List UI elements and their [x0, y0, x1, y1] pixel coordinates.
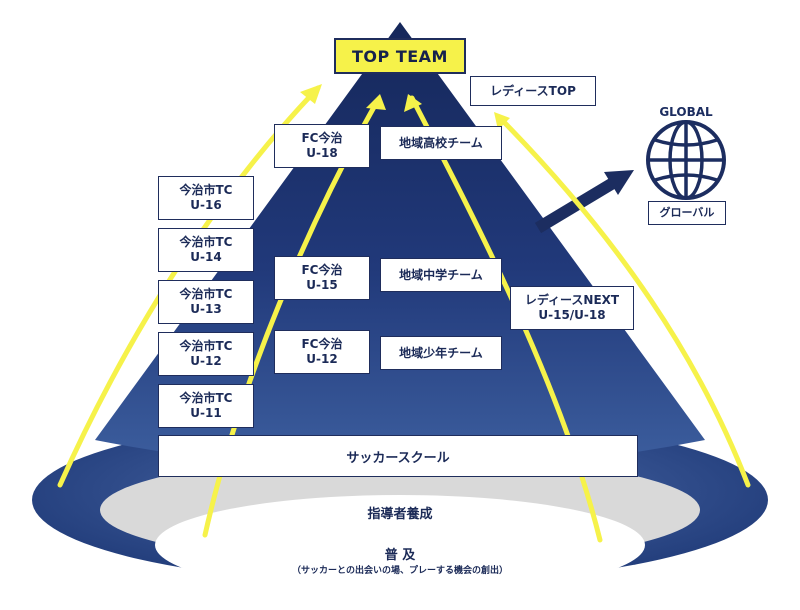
tc-u16-line1: 今治市TC [179, 183, 233, 197]
tc-u16-box: 今治市TC U-16 [158, 176, 254, 220]
tc-u12-line2: U-12 [190, 354, 222, 368]
tc-u14-line2: U-14 [190, 250, 222, 264]
tc-u14-box: 今治市TC U-14 [158, 228, 254, 272]
tc-u11-box: 今治市TC U-11 [158, 384, 254, 428]
arrow-head-right [494, 112, 510, 130]
ladies-next-box: レディースNEXT U-15/U-18 [510, 286, 634, 330]
tc-u11-line1: 今治市TC [179, 391, 233, 405]
spread-base [155, 495, 645, 595]
ladies-next-line2: U-15/U-18 [538, 308, 606, 322]
arrow-head-center [404, 94, 422, 112]
ladies-next-line1: レディースNEXT [524, 293, 620, 307]
spread-subtitle: （サッカーとの出会いの場、プレーする機会の創出） [292, 566, 508, 576]
fc-u18-line2: U-18 [306, 146, 338, 160]
fc-u18-box: FC今治 U-18 [274, 124, 370, 168]
top-team-box: TOP TEAM [334, 38, 466, 74]
ladies-top-box: レディースTOP [470, 76, 596, 106]
global-label-box: グローバル [648, 201, 726, 225]
tc-u13-line2: U-13 [190, 302, 222, 316]
global-arrow-head [604, 170, 634, 195]
tc-u12-line1: 今治市TC [179, 339, 233, 353]
arrow-head-left-outer [300, 84, 322, 104]
fc-u15-line2: U-15 [306, 278, 338, 292]
arrow-head-left-inner [366, 94, 386, 110]
fc-u18-line1: FC今治 [301, 131, 343, 145]
tc-u12-box: 今治市TC U-12 [158, 332, 254, 376]
soccer-school-box: サッカースクール [158, 435, 638, 477]
globe-icon [646, 120, 726, 200]
regional-high-school-box: 地域高校チーム [380, 126, 502, 160]
global-title: GLOBAL [659, 105, 713, 119]
spread-title: 普 及 [384, 548, 416, 563]
yellow-arrow-heads [300, 84, 510, 130]
regional-youth-box: 地域少年チーム [380, 336, 502, 370]
tc-u14-line1: 今治市TC [179, 235, 233, 249]
arrow-right [497, 115, 751, 488]
coach-training-label: 指導者養成 [367, 507, 433, 522]
fc-u12-line2: U-12 [306, 352, 338, 366]
tc-u16-line2: U-16 [190, 198, 222, 212]
fc-u12-box: FC今治 U-12 [274, 330, 370, 374]
regional-middle-school-box: 地域中学チーム [380, 258, 502, 292]
tc-u13-line1: 今治市TC [179, 287, 233, 301]
tc-u11-line2: U-11 [190, 406, 222, 420]
fc-u15-box: FC今治 U-15 [274, 256, 370, 300]
fc-u12-line1: FC今治 [301, 337, 343, 351]
tc-u13-box: 今治市TC U-13 [158, 280, 254, 324]
fc-u15-line1: FC今治 [301, 263, 343, 277]
